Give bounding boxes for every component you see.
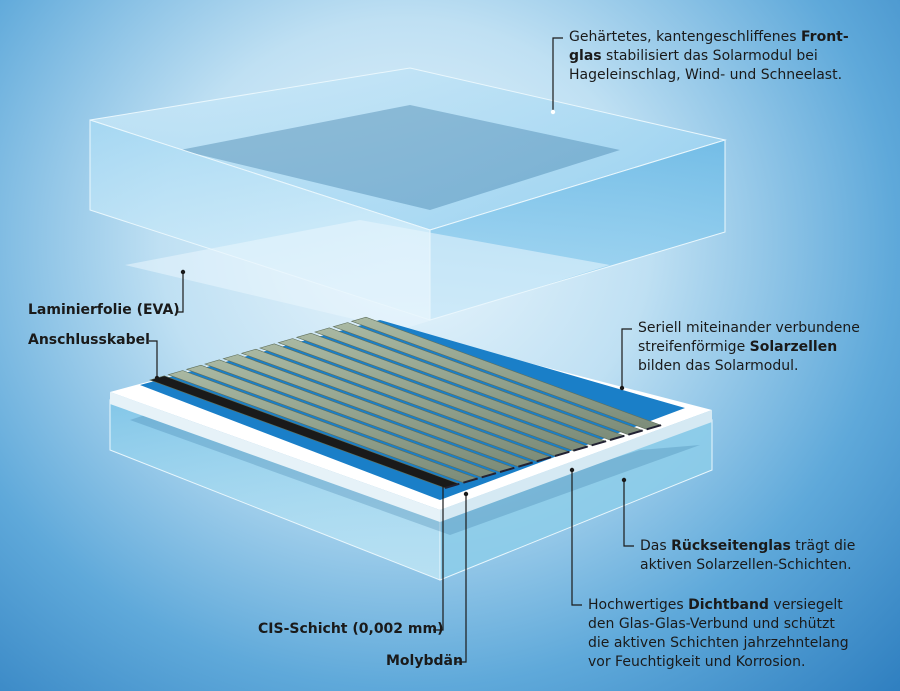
leader-cis-layer [433, 483, 444, 631]
cis-layer-label: CIS-Schicht (0,002 mm) [258, 621, 444, 637]
leader-molybdenum-dot [463, 491, 469, 497]
solar-cell-stripe-edge [499, 466, 515, 473]
leader-lines [149, 37, 634, 663]
back-glass-text-1: Das [640, 538, 672, 554]
sealing-tape-text-4: vor Feuchtigkeit und Korrosion. [588, 654, 806, 670]
solar-cells-callout: Seriell miteinander verbundene streifenf… [638, 319, 860, 376]
front-glass-text-2: stabilisiert das Solarmodul bei [601, 48, 818, 64]
sealing-tape-text-1: Hochwertiges [588, 597, 689, 613]
leader-molybdenum [456, 494, 467, 663]
solar-cell-stripe-edge [609, 434, 625, 441]
sealing-tape-text-1-bold: Dichtband [688, 597, 769, 613]
sealing-tape-text-1-post: versiegelt [768, 597, 843, 613]
front-glass-text-1-bold: Front- [801, 29, 849, 45]
leader-sealing-tape-dot [569, 467, 575, 473]
solar-cell-stripes [149, 316, 662, 489]
sealing-tape-right-edge [440, 410, 712, 522]
front-glass-text-3: Hageleinschlag, Wind- und Schneelast. [569, 67, 843, 83]
solar-cell-stripe-edge [444, 482, 460, 489]
back-glass-callout: Das Rückseitenglas trägt die aktiven Sol… [640, 537, 855, 575]
solar-cell-stripe-edge [591, 440, 607, 447]
solar-cell-stripe-edge [573, 445, 588, 452]
leader-cis-layer-dot [440, 480, 446, 486]
molybdenum-label: Molybdän [386, 653, 463, 669]
solar-cell-stripe-edge [518, 461, 533, 468]
leader-laminating-film [176, 272, 184, 313]
solar-cells-text-2: streifenförmige [638, 339, 750, 355]
solar-cell-stripe-edge [481, 472, 497, 479]
solar-cell-stripe-edge [646, 424, 662, 431]
sealing-tape-text-2: den Glas-Glas-Verbund und schützt [588, 616, 835, 632]
back-glass-text-1-post: trägt die [790, 538, 856, 554]
leader-laminating-film-dot [180, 269, 186, 275]
connection-cable-label: Anschlusskabel [28, 332, 150, 348]
leader-back-glass [623, 480, 634, 547]
sealing-tape-text-3: die aktiven Schichten jahrzehntelang [588, 635, 849, 651]
solar-cell-stripe-edge [628, 429, 643, 436]
front-glass-text-2-bold: glas [569, 48, 602, 64]
leader-connection-cable-dot [154, 375, 160, 381]
front-glass-inner-shadow [180, 105, 620, 210]
leader-solar-cells-dot [619, 385, 625, 391]
solar-cells-text-1: Seriell miteinander verbundene [638, 320, 860, 336]
solar-cell-stripe-edge [536, 456, 552, 463]
sealing-tape-callout: Hochwertiges Dichtband versiegelt den Gl… [588, 596, 849, 672]
solar-cells-text-3: bilden das Solarmodul. [638, 358, 799, 374]
solar-cell-stripe-edge [554, 450, 570, 457]
front-glass-callout: Gehärtetes, kantengeschliffenes Front- g… [569, 28, 849, 85]
leader-solar-cells [621, 328, 632, 388]
laminating-film-layer [125, 220, 610, 330]
back-glass-text-2: aktiven Solarzellen-Schichten. [640, 557, 852, 573]
front-glass-text-1: Gehärtetes, kantengeschliffenes [569, 29, 801, 45]
leader-front-glass [552, 37, 563, 112]
solar-cells-text-2-bold: Solarzellen [749, 339, 838, 355]
solar-cell-stripe-edge [463, 477, 478, 484]
sealing-tape-left-edge [110, 392, 440, 522]
leader-front-glass-dot [550, 109, 556, 115]
leader-connection-cable [149, 340, 158, 378]
back-glass-text-1-bold: Rückseitenglas [671, 538, 791, 554]
leader-sealing-tape [571, 470, 582, 606]
laminating-film-label: Laminierfolie (EVA) [28, 302, 180, 318]
leader-back-glass-dot [621, 477, 627, 483]
